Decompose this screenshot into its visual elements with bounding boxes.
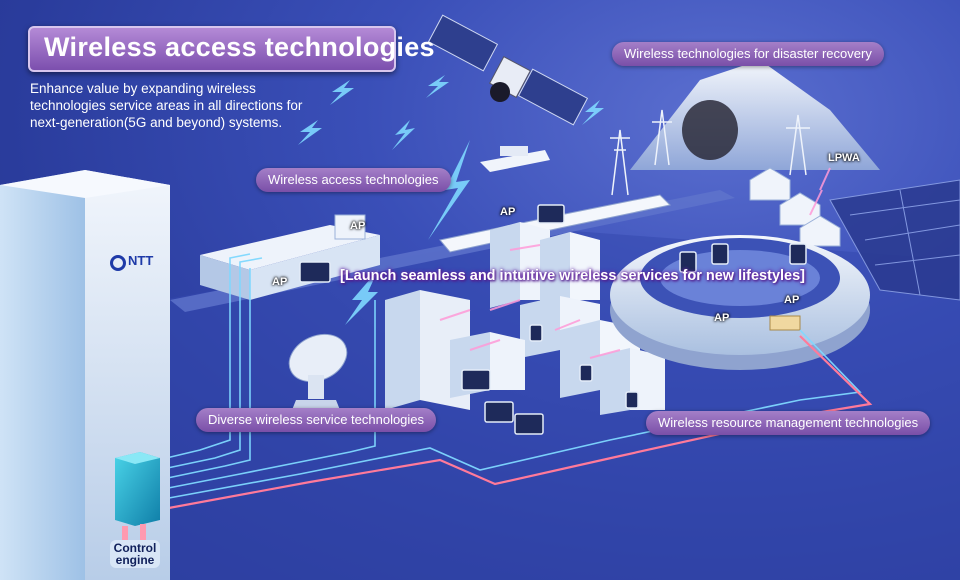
ap-label: AP — [350, 220, 366, 232]
devices — [299, 204, 807, 435]
ap-label: AP — [500, 206, 516, 218]
ap-box — [769, 315, 801, 331]
dish-antenna — [288, 333, 348, 410]
ntt-logo-icon — [110, 255, 126, 271]
label-diverse-services: Diverse wireless service technologies — [196, 408, 437, 432]
ntt-logo-text: NTT — [128, 253, 154, 268]
label-disaster-recovery: Wireless technologies for disaster recov… — [612, 42, 884, 66]
control-engine-label-line2: engine — [115, 553, 155, 567]
satellite — [427, 14, 589, 126]
control-engine-label: Control engine — [110, 540, 160, 568]
houses — [749, 167, 841, 247]
subtitle-text: Enhance value by expanding wireless tech… — [30, 81, 303, 130]
ap-label: AP — [272, 276, 288, 288]
label-wireless-access: Wireless access technologies — [256, 168, 451, 192]
headline-text: [Launch seamless and intuitive wireless … — [340, 268, 805, 284]
lpwa-label: LPWA — [828, 152, 860, 164]
control-engine — [115, 452, 160, 540]
label-resource-management: Wireless resource management technologie… — [646, 411, 931, 435]
volcano-smoke — [682, 100, 738, 160]
signal-arrows — [439, 167, 831, 359]
stadium — [610, 235, 870, 370]
title-banner: Wireless access technologies — [28, 26, 435, 72]
control-engine-label-line1: Control — [113, 541, 157, 555]
ap-label: AP — [714, 312, 730, 324]
ship — [480, 146, 550, 172]
solar-panels — [829, 179, 960, 301]
city-buildings — [385, 222, 665, 415]
wireless-bolts — [298, 75, 604, 325]
ap-label: AP — [784, 294, 800, 306]
power-line-red — [157, 335, 873, 512]
power-pylons — [610, 109, 810, 196]
page-title: Wireless access technologies — [44, 32, 435, 62]
